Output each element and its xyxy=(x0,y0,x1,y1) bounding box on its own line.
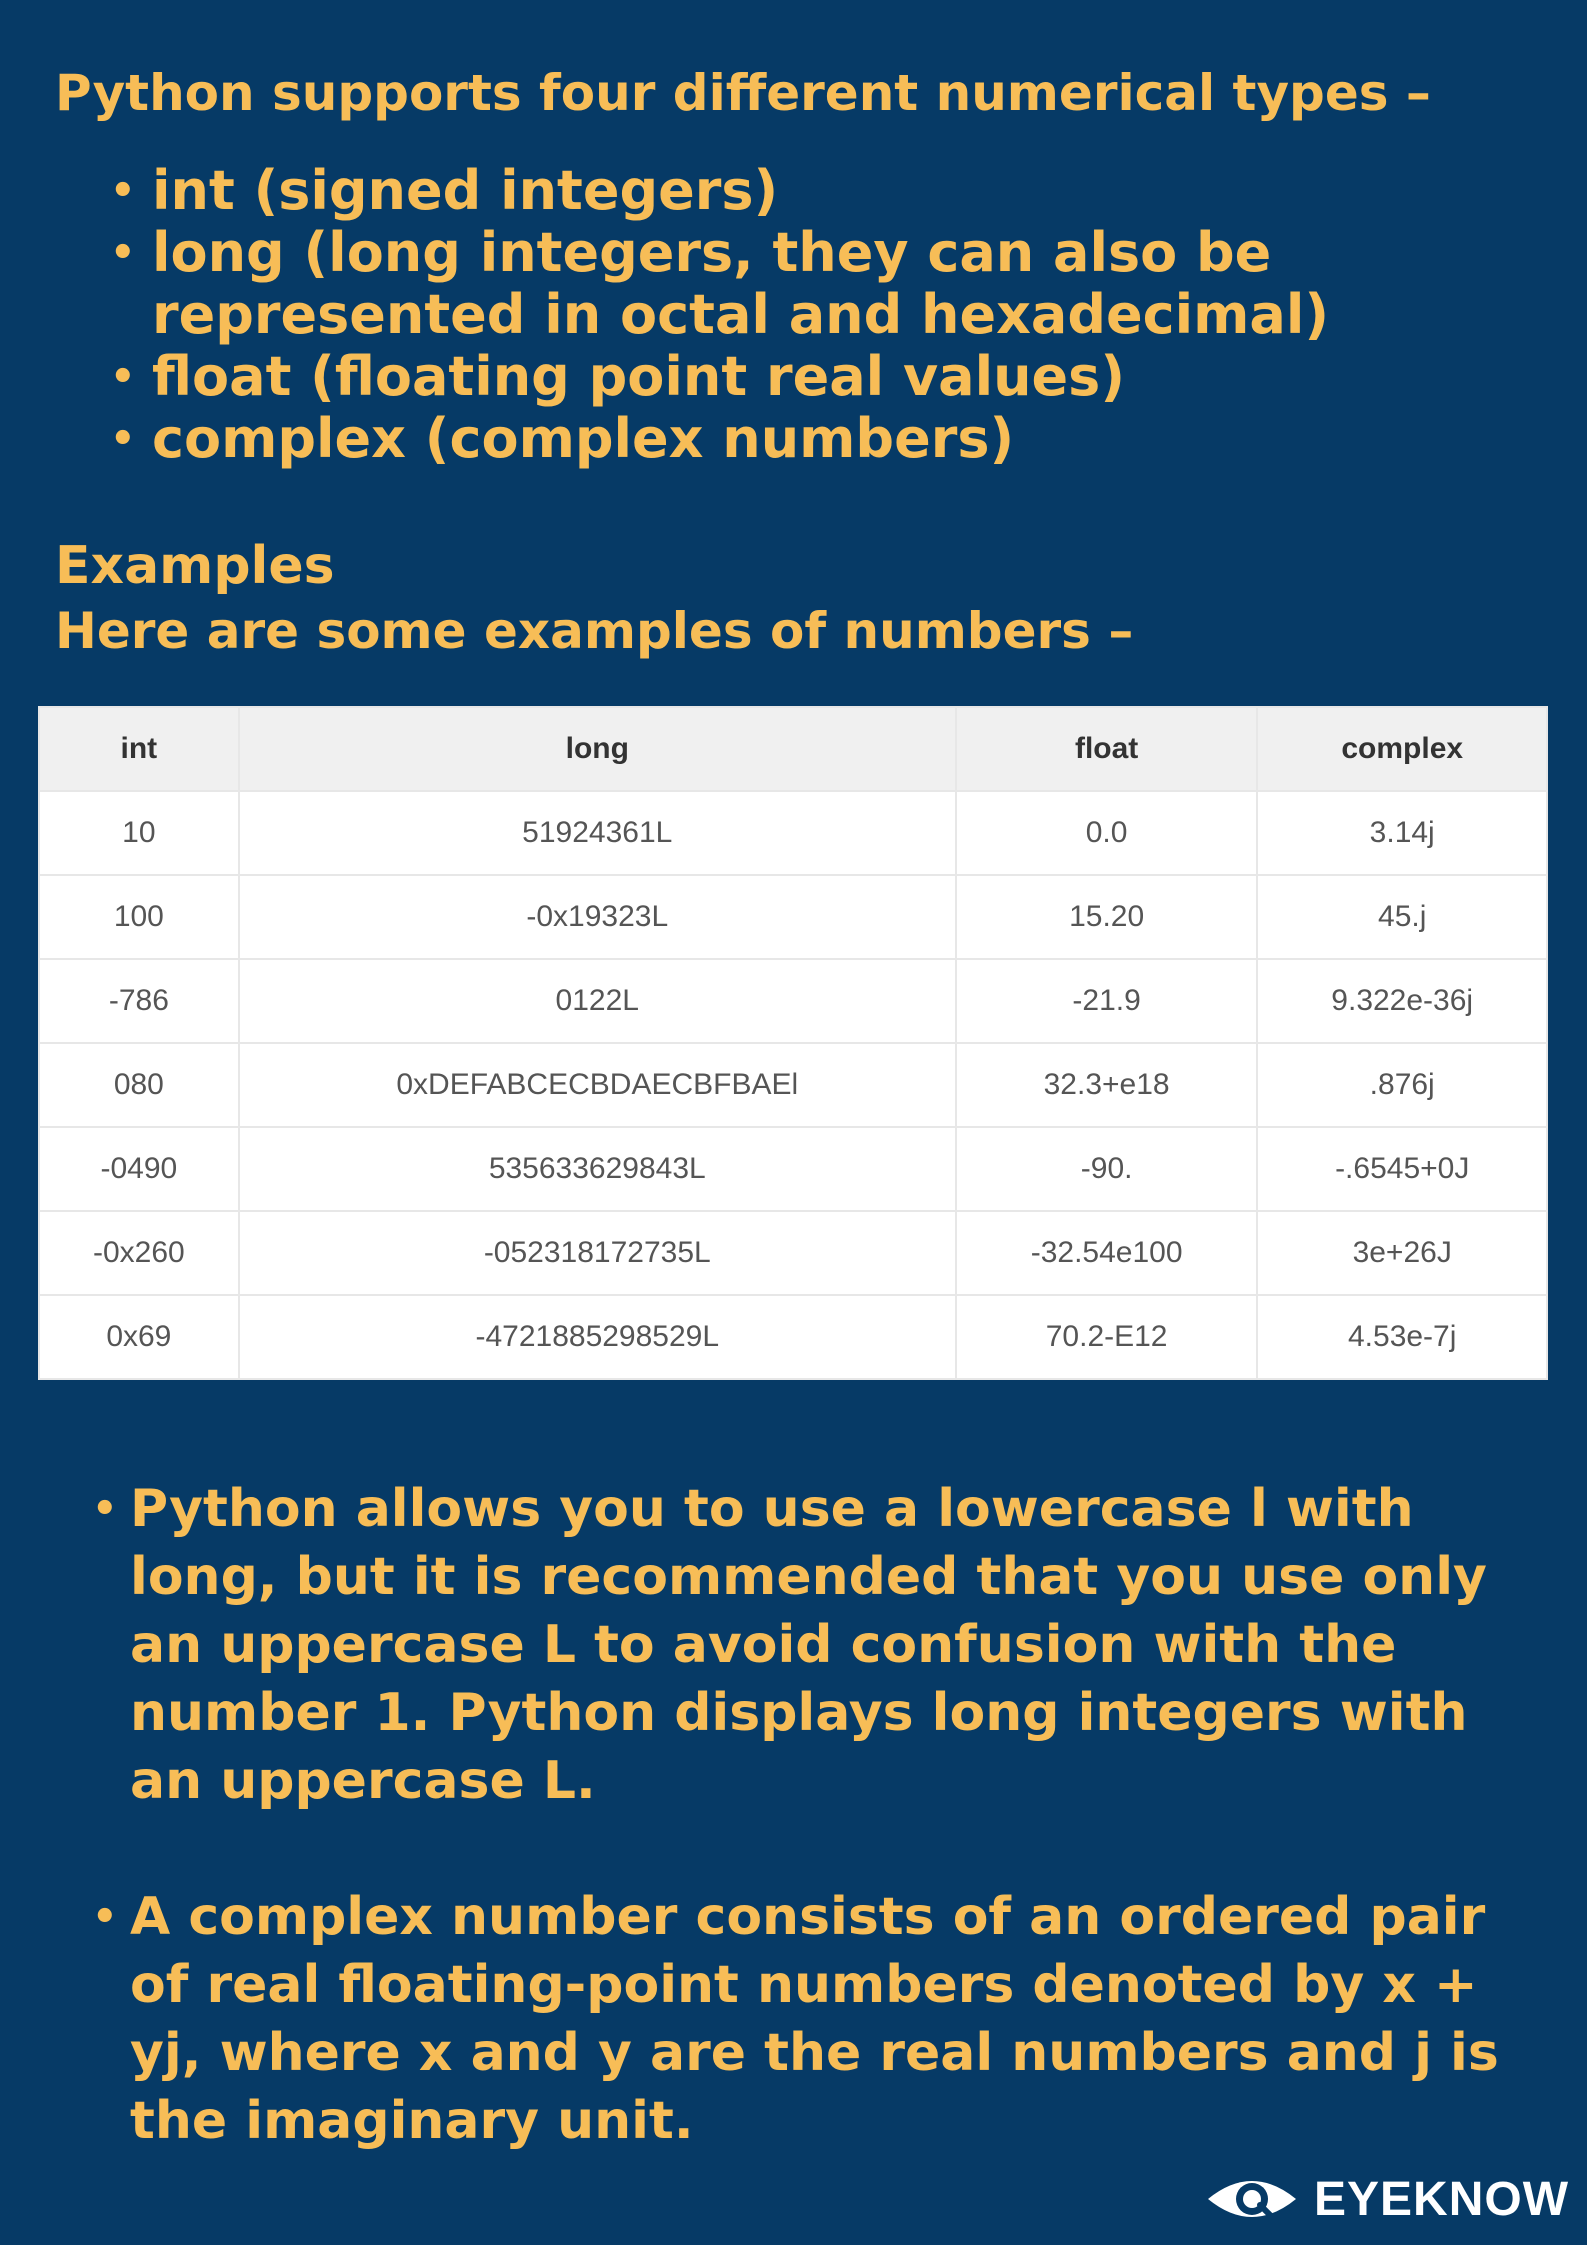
eye-icon xyxy=(1204,2171,1300,2227)
table-row: -0x260 -052318172735L -32.54e100 3e+26J xyxy=(38,1210,1548,1296)
cell-int: 0x69 xyxy=(38,1294,240,1380)
type-int: int (signed integers) xyxy=(110,160,1582,223)
cell-long: -0x19323L xyxy=(237,874,957,960)
cell-float: -21.9 xyxy=(954,958,1259,1044)
cell-float: 70.2-E12 xyxy=(954,1294,1259,1380)
table-header-row: int long float complex xyxy=(38,706,1548,792)
cell-float: 0.0 xyxy=(954,790,1259,876)
cell-complex: .876j xyxy=(1256,1042,1548,1128)
cell-complex: 3.14j xyxy=(1256,790,1548,876)
cell-float: -90. xyxy=(954,1126,1259,1212)
cell-int: 100 xyxy=(38,874,240,960)
table-row: 080 0xDEFABCECBDAECBFBAEl 32.3+e18 .876j xyxy=(38,1042,1548,1128)
cell-int: -786 xyxy=(38,958,240,1044)
brand-logo: EYEKNOW xyxy=(1204,2171,1569,2227)
type-float: float (floating point real values) xyxy=(110,346,1582,409)
cell-complex: 9.322e-36j xyxy=(1256,958,1548,1044)
note-long-suffix: Python allows you to use a lowercase l w… xyxy=(92,1475,1540,1815)
note-complex-number: A complex number consists of an ordered … xyxy=(92,1883,1540,2155)
examples-heading: Examples xyxy=(55,536,335,596)
cell-int: -0490 xyxy=(38,1126,240,1212)
type-long: long (long integers, they can also be re… xyxy=(110,222,1582,346)
brand-name: EYEKNOW xyxy=(1313,2172,1569,2226)
notes-list: Python allows you to use a lowercase l w… xyxy=(92,1475,1540,2223)
cell-complex: 3e+26J xyxy=(1256,1210,1548,1296)
cell-float: -32.54e100 xyxy=(954,1210,1259,1296)
table-row: -0490 535633629843L -90. -.6545+0J xyxy=(38,1126,1548,1212)
cell-long: -052318172735L xyxy=(237,1210,957,1296)
numeric-types-list: int (signed integers) long (long integer… xyxy=(110,160,1582,471)
table-row: 10 51924361L 0.0 3.14j xyxy=(38,790,1548,876)
examples-table: int long float complex 10 51924361L 0.0 … xyxy=(38,706,1548,1380)
cell-long: 0xDEFABCECBDAECBFBAEl xyxy=(237,1042,957,1128)
cell-long: 0122L xyxy=(237,958,957,1044)
cell-float: 15.20 xyxy=(954,874,1259,960)
examples-table-container: int long float complex 10 51924361L 0.0 … xyxy=(38,706,1548,1380)
cell-complex: -.6545+0J xyxy=(1256,1126,1548,1212)
header-float: float xyxy=(954,706,1259,792)
examples-subheading: Here are some examples of numbers – xyxy=(55,602,1134,660)
cell-long: 51924361L xyxy=(237,790,957,876)
cell-int: 080 xyxy=(38,1042,240,1128)
table-row: -786 0122L -21.9 9.322e-36j xyxy=(38,958,1548,1044)
header-long: long xyxy=(237,706,957,792)
cell-long: -4721885298529L xyxy=(237,1294,957,1380)
cell-int: -0x260 xyxy=(38,1210,240,1296)
cell-complex: 4.53e-7j xyxy=(1256,1294,1548,1380)
cell-int: 10 xyxy=(38,790,240,876)
cell-complex: 45.j xyxy=(1256,874,1548,960)
table-row: 100 -0x19323L 15.20 45.j xyxy=(38,874,1548,960)
table-row: 0x69 -4721885298529L 70.2-E12 4.53e-7j xyxy=(38,1294,1548,1380)
type-complex: complex (complex numbers) xyxy=(110,408,1582,471)
intro-text: Python supports four different numerical… xyxy=(55,64,1431,122)
header-int: int xyxy=(38,706,240,792)
header-complex: complex xyxy=(1256,706,1548,792)
cell-long: 535633629843L xyxy=(237,1126,957,1212)
cell-float: 32.3+e18 xyxy=(954,1042,1259,1128)
